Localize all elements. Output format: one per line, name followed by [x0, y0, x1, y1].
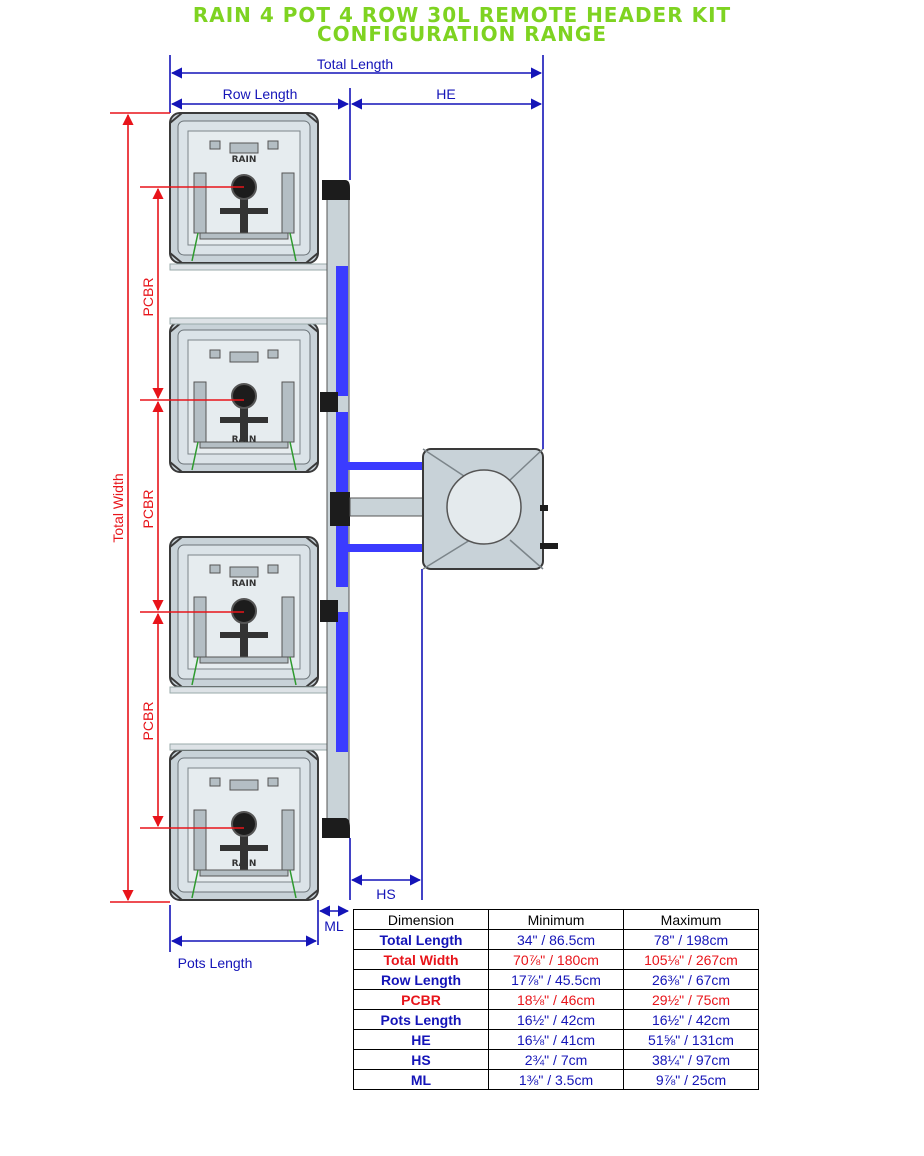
pots-length-label: Pots Length — [178, 955, 253, 971]
header-connections — [346, 462, 427, 552]
hs-label: HS — [376, 886, 395, 902]
header-dimension: Dimension — [353, 909, 489, 930]
title-line-1: RAIN 4 POT 4 ROW 30L REMOTE HEADER KIT — [192, 3, 732, 27]
table-header-row: Dimension Minimum Maximum — [353, 909, 759, 930]
table-row: HE 16⅛" / 41cm 51⅝" / 131cm — [353, 1029, 759, 1050]
minimum-cell: 1⅜" / 3.5cm — [488, 1069, 624, 1090]
dimension-cell: Row Length — [353, 969, 489, 990]
maximum-cell: 16½" / 42cm — [623, 1009, 759, 1030]
maximum-cell: 78" / 198cm — [623, 929, 759, 950]
minimum-cell: 70⅞" / 180cm — [488, 949, 624, 970]
dimension-cell: ML — [353, 1069, 489, 1090]
pot-3: RAIN — [169, 536, 319, 688]
dimension-cell: Pots Length — [353, 1009, 489, 1030]
pot-logo-text: RAIN — [232, 859, 257, 869]
manifold-pipe — [320, 180, 350, 838]
maximum-cell: 9⅞" / 25cm — [623, 1069, 759, 1090]
total-length-label: Total Length — [317, 56, 393, 72]
dimension-cell: HE — [353, 1029, 489, 1050]
table-row: Total Length 34" / 86.5cm 78" / 198cm — [353, 929, 759, 950]
red-dimension-lines — [110, 112, 244, 903]
pot-logo-text: RAIN — [232, 435, 257, 445]
minimum-cell: 16⅛" / 41cm — [488, 1029, 624, 1050]
title-line-2: CONFIGURATION RANGE — [317, 22, 607, 46]
maximum-cell: 51⅝" / 131cm — [623, 1029, 759, 1050]
pcbr-label-1: PCBR — [140, 278, 156, 317]
dimension-cell: HS — [353, 1049, 489, 1070]
minimum-cell: 34" / 86.5cm — [488, 929, 624, 950]
he-label: HE — [436, 86, 455, 102]
pot-4: RAIN — [169, 749, 319, 901]
minimum-cell: 2¾" / 7cm — [488, 1049, 624, 1070]
minimum-cell: 16½" / 42cm — [488, 1009, 624, 1030]
maximum-cell: 29½" / 75cm — [623, 989, 759, 1010]
pcbr-label-3: PCBR — [140, 702, 156, 741]
dimension-cell: Total Width — [353, 949, 489, 970]
ml-label: ML — [324, 918, 344, 934]
header-tank — [422, 448, 558, 570]
table-row: HS 2¾" / 7cm 38¼" / 97cm — [353, 1049, 759, 1070]
header-maximum: Maximum — [623, 909, 759, 930]
table-row: ML 1⅜" / 3.5cm 9⅞" / 25cm — [353, 1069, 759, 1090]
total-width-label: Total Width — [110, 473, 126, 542]
minimum-cell: 18⅛" / 46cm — [488, 989, 624, 1010]
dimension-lines — [169, 55, 544, 952]
dimension-cell: PCBR — [353, 989, 489, 1010]
maximum-cell: 38¼" / 97cm — [623, 1049, 759, 1070]
header-minimum: Minimum — [488, 909, 624, 930]
pot-logo-text: RAIN — [232, 579, 257, 589]
pcbr-label-2: PCBR — [140, 490, 156, 529]
table-row: Row Length 17⅞" / 45.5cm 26⅜" / 67cm — [353, 969, 759, 990]
row-length-label: Row Length — [223, 86, 298, 102]
pot-2: RAIN — [169, 321, 319, 473]
table-row: Pots Length 16½" / 42cm 16½" / 42cm — [353, 1009, 759, 1030]
pot-1: RAIN — [169, 112, 319, 264]
table-row: PCBR 18⅛" / 46cm 29½" / 75cm — [353, 989, 759, 1010]
minimum-cell: 17⅞" / 45.5cm — [488, 969, 624, 990]
maximum-cell: 105⅛" / 267cm — [623, 949, 759, 970]
configuration-table: Dimension Minimum Maximum Total Length 3… — [353, 909, 759, 1090]
table-row: Total Width 70⅞" / 180cm 105⅛" / 267cm — [353, 949, 759, 970]
dimension-cell: Total Length — [353, 929, 489, 950]
maximum-cell: 26⅜" / 67cm — [623, 969, 759, 990]
pot-logo-text: RAIN — [232, 155, 257, 165]
